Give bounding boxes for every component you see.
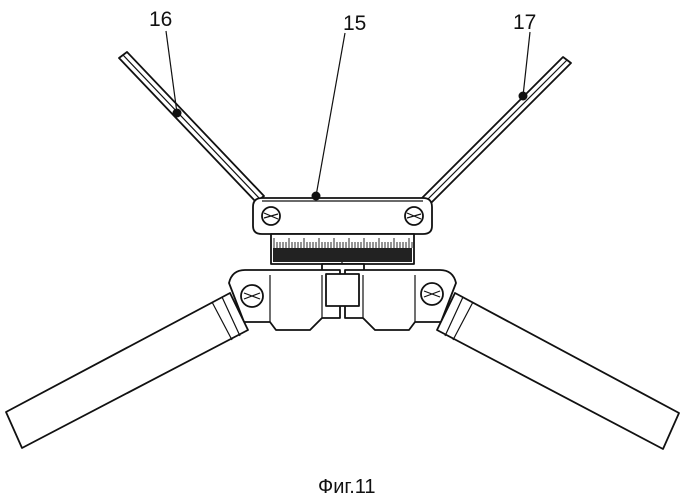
screw-icon [262,207,280,225]
arm-left [6,293,248,448]
arm-right [437,293,679,449]
rod-left [119,52,264,202]
label-17: 17 [513,11,536,34]
center-slot [326,274,359,306]
label-16: 16 [149,8,172,31]
rod-right [421,57,571,205]
screw-icon [241,285,263,307]
screw-icon [405,207,423,225]
label-15: 15 [343,12,366,35]
screw-icon [421,283,443,305]
leader-15 [312,33,346,201]
figure-caption: Фиг.11 [318,476,376,498]
leader-17 [519,32,531,101]
